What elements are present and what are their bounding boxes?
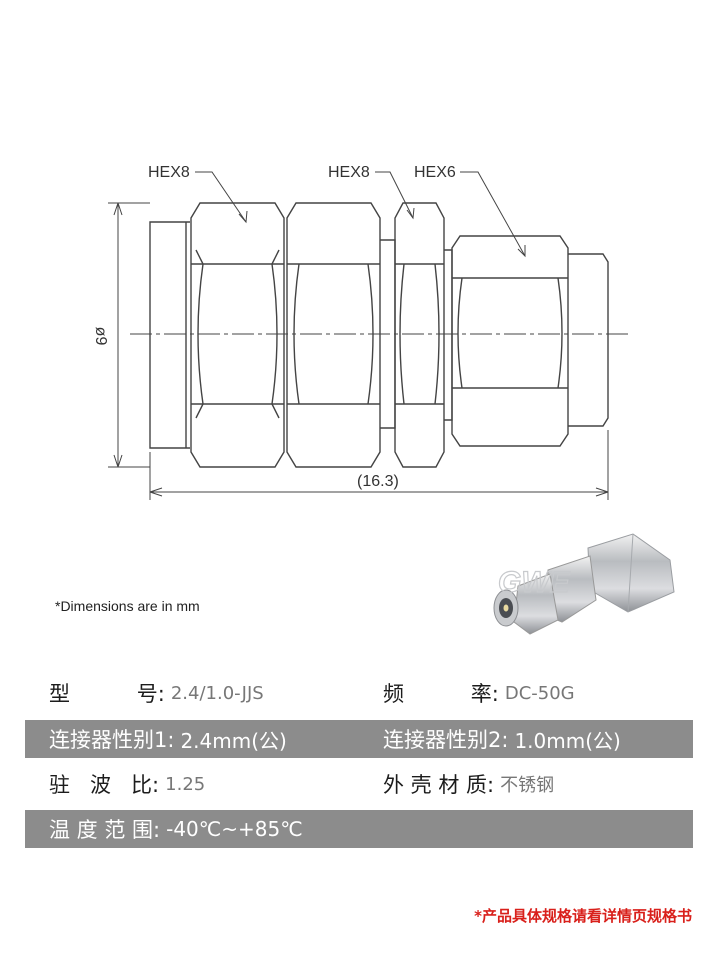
- spec-row-temperature: 温 度 范 围:-40℃~+85℃: [25, 810, 693, 848]
- right-hex-body: [451, 235, 569, 447]
- spec-value: 2.4mm(公): [180, 728, 287, 753]
- left-plug-outline: [149, 221, 190, 449]
- hex-label-2: HEX8: [328, 164, 370, 181]
- spec-value: DC-50G: [504, 682, 575, 704]
- hex-label-3: HEX6: [414, 164, 456, 181]
- spec-sheet-note: *产品具体规格请看详情页规格书: [474, 907, 692, 925]
- spec-value: -40℃~+85℃: [166, 817, 303, 841]
- diameter-dimension-label: ø9: [92, 327, 109, 346]
- spec-label: 温 度 范 围:: [49, 818, 161, 842]
- spec-label: 连接器性别1:: [49, 728, 175, 752]
- spec-label: 频 率:: [383, 682, 499, 706]
- hex-nut-2: [286, 202, 381, 468]
- spec-row-vswr: 驻 波 比:1.25 外 壳 材 质:不锈钢: [25, 765, 693, 803]
- spec-value: 2.4/1.0-JJS: [170, 682, 264, 704]
- product-photo: GWE: [493, 533, 675, 635]
- spec-row-model: 型 号:2.4/1.0-JJS 频 率:DC-50G: [25, 674, 693, 712]
- spec-label: 外 壳 材 质:: [383, 773, 495, 797]
- photo-watermark: GWE: [498, 566, 571, 599]
- spec-value: 1.0mm(公): [514, 728, 621, 753]
- hex-nut-3: [394, 202, 445, 468]
- hex-nut-1: [190, 202, 285, 468]
- right-plug-outline: [568, 253, 609, 427]
- dimensions-note: *Dimensions are in mm: [55, 598, 200, 614]
- length-dimension-label: (16.3): [357, 473, 399, 490]
- spec-row-gender: 连接器性别1:2.4mm(公) 连接器性别2:1.0mm(公): [25, 720, 693, 758]
- spec-value: 1.25: [165, 773, 206, 795]
- spec-label: 型 号:: [49, 682, 165, 706]
- hex-label-1: HEX8: [148, 164, 190, 181]
- spec-label: 连接器性别2:: [383, 728, 509, 752]
- spec-label: 驻 波 比:: [49, 773, 160, 797]
- connector-drawing: HEX8 HEX8 HEX6 (16.3) ø9: [92, 164, 630, 500]
- spec-value: 不锈钢: [500, 775, 555, 796]
